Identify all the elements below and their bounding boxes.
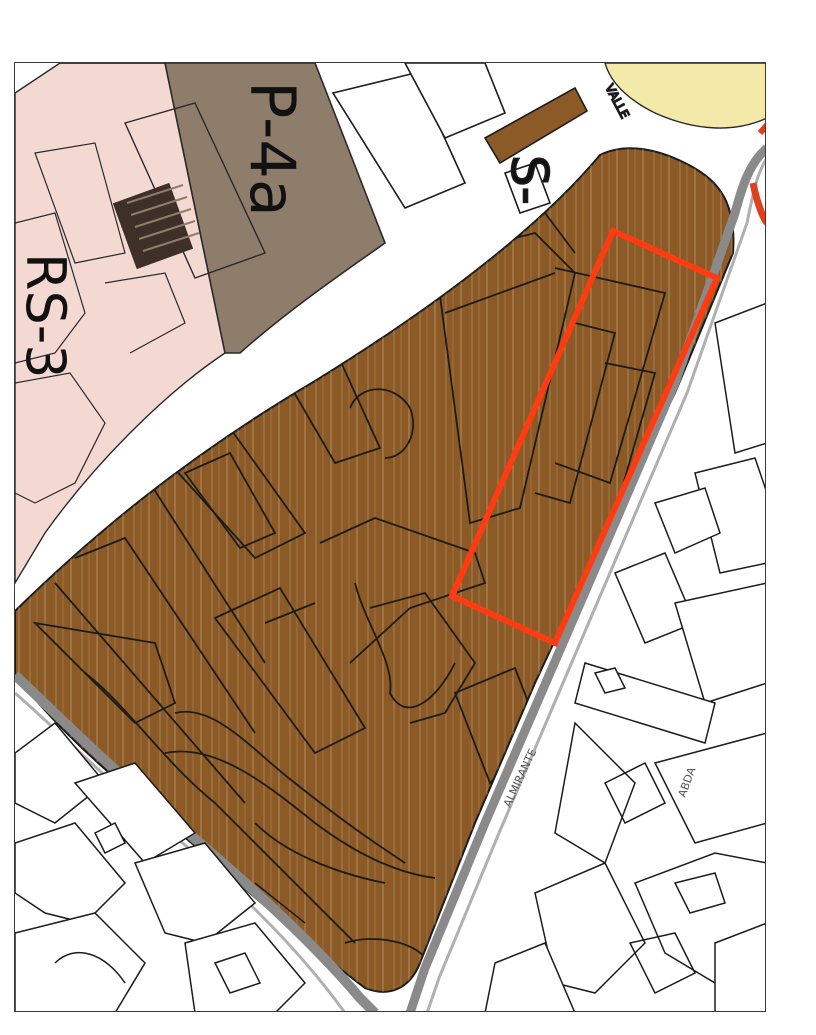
stair-hatch xyxy=(112,182,200,270)
map-frame: RS-3 P-4a S- VALLE xyxy=(14,62,766,1012)
highlight-rectangle xyxy=(448,227,721,647)
buildings-southwest xyxy=(15,721,307,1011)
buildings-east: ALMIRANTE ABDA xyxy=(484,302,765,1011)
zone-label-rs3: RS-3 xyxy=(15,253,77,379)
zone-p4a: P-4a xyxy=(60,63,386,354)
zone-label-p4a: P-4a xyxy=(236,81,309,217)
buildings-north: S- VALLE xyxy=(331,63,633,215)
zone-label-s: S- xyxy=(500,155,558,205)
zoning-map: RS-3 P-4a S- VALLE xyxy=(15,63,765,1011)
zone-park xyxy=(604,63,765,129)
